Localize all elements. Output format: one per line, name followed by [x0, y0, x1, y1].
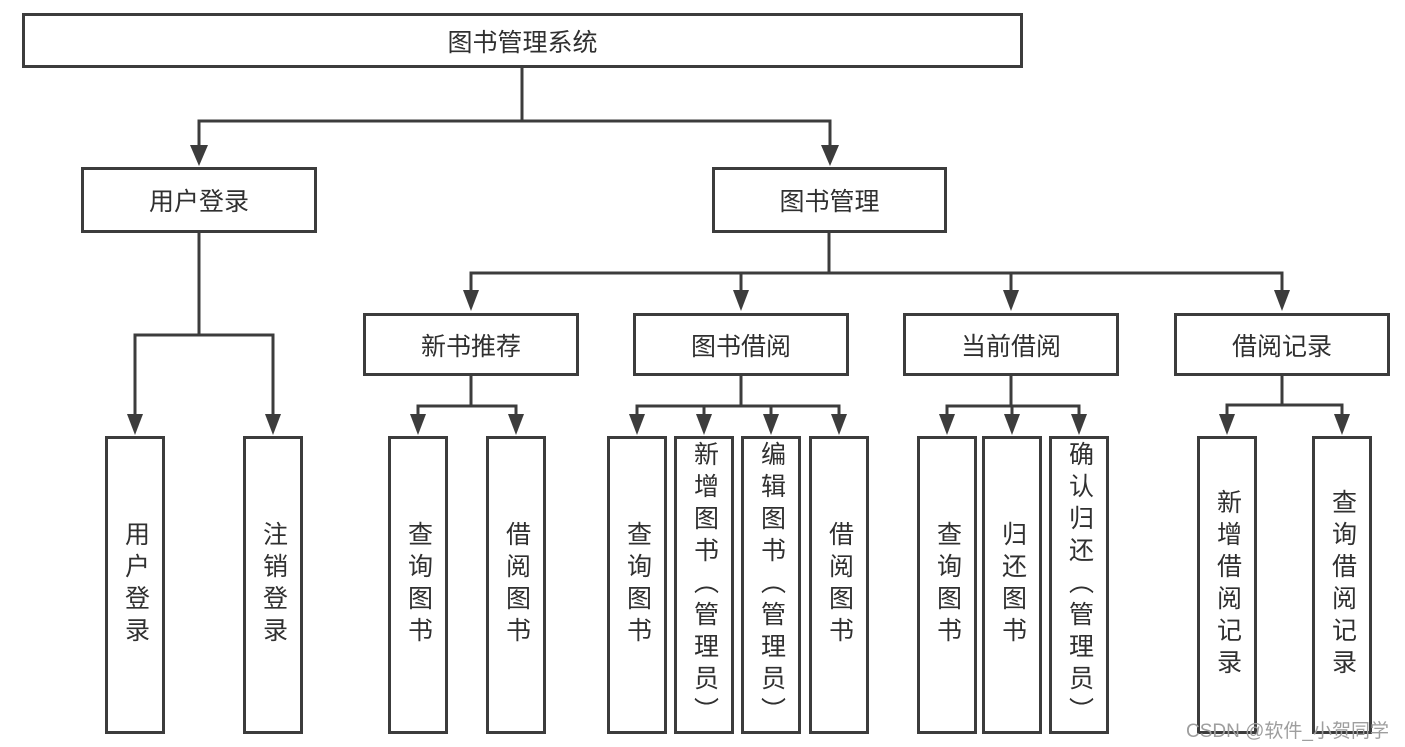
leaf-query-books-recommend: 查询图书 — [388, 436, 448, 734]
connector-root-to-level2 — [190, 68, 839, 166]
connector-new-book-children — [410, 376, 524, 435]
leaf-label: 新增图书（管理员） — [690, 441, 719, 729]
node-label: 新书推荐 — [420, 332, 521, 361]
leaf-add-book-admin: 新增图书（管理员） — [674, 436, 734, 734]
arrowhead — [265, 414, 281, 435]
leaf-label: 借阅图书 — [825, 521, 854, 649]
leaf-label: 查询图书 — [623, 521, 652, 649]
node-book-management: 图书管理 — [712, 167, 947, 233]
arrowhead — [939, 414, 955, 435]
node-borrowing-records: 借阅记录 — [1174, 313, 1390, 376]
arrowhead — [1004, 414, 1020, 435]
leaf-label: 注销登录 — [259, 521, 288, 649]
leaf-user-login: 用户登录 — [105, 436, 165, 734]
node-label: 当前借阅 — [960, 332, 1061, 361]
leaf-query-books-current: 查询图书 — [917, 436, 977, 734]
node-label: 用户登录 — [148, 188, 249, 216]
arrowhead — [127, 414, 143, 435]
arrowhead — [1334, 414, 1350, 435]
arrowhead — [410, 414, 426, 435]
leaf-label: 归还图书 — [998, 521, 1027, 649]
leaf-query-borrow-record: 查询借阅记录 — [1312, 436, 1372, 734]
node-label: 图书借阅 — [690, 332, 791, 361]
arrowhead — [821, 145, 839, 166]
arrowhead — [1274, 290, 1290, 311]
node-book-borrowing: 图书借阅 — [633, 313, 849, 376]
leaf-label: 编辑图书（管理员） — [757, 441, 786, 729]
connector-borrow-record-children — [1219, 376, 1350, 435]
leaf-add-borrow-record: 新增借阅记录 — [1197, 436, 1257, 734]
arrowhead — [629, 414, 645, 435]
node-label: 图书管理 — [779, 188, 880, 216]
leaf-label: 用户登录 — [121, 521, 150, 649]
connector-book-borrow-children — [629, 376, 847, 435]
leaf-borrow-books: 借阅图书 — [809, 436, 869, 734]
arrowhead — [463, 290, 479, 311]
node-library-management-system: 图书管理系统 — [22, 13, 1023, 68]
connector-user-login-children — [127, 233, 281, 435]
arrowhead — [696, 414, 712, 435]
node-current-borrowing: 当前借阅 — [903, 313, 1119, 376]
leaf-label: 借阅图书 — [502, 521, 531, 649]
leaf-logout: 注销登录 — [243, 436, 303, 734]
leaf-confirm-return-admin: 确认归还（管理员） — [1049, 436, 1109, 734]
connector-current-borrow-children — [939, 376, 1087, 435]
leaf-label: 查询图书 — [404, 521, 433, 649]
arrowhead — [733, 290, 749, 311]
arrowhead — [1003, 290, 1019, 311]
leaf-label: 查询图书 — [933, 521, 962, 649]
node-new-book-recommend: 新书推荐 — [363, 313, 579, 376]
leaf-return-book: 归还图书 — [982, 436, 1042, 734]
node-label: 图书管理系统 — [447, 28, 598, 57]
leaf-label: 确认归还（管理员） — [1065, 441, 1094, 729]
leaf-label: 查询借阅记录 — [1328, 489, 1357, 681]
leaf-query-books-borrow: 查询图书 — [607, 436, 667, 734]
arrowhead — [831, 414, 847, 435]
arrowhead — [763, 414, 779, 435]
leaf-borrow-books-recommend: 借阅图书 — [486, 436, 546, 734]
connector-book-management-children — [463, 233, 1290, 311]
node-user-login: 用户登录 — [81, 167, 317, 233]
arrowhead — [508, 414, 524, 435]
csdn-watermark: CSDN @软件_小贺同学 — [1186, 721, 1389, 742]
leaf-edit-book-admin: 编辑图书（管理员） — [741, 436, 801, 734]
arrowhead — [190, 145, 208, 166]
node-label: 借阅记录 — [1231, 332, 1332, 361]
leaf-label: 新增借阅记录 — [1213, 489, 1242, 681]
arrowhead — [1071, 414, 1087, 435]
arrowhead — [1219, 414, 1235, 435]
